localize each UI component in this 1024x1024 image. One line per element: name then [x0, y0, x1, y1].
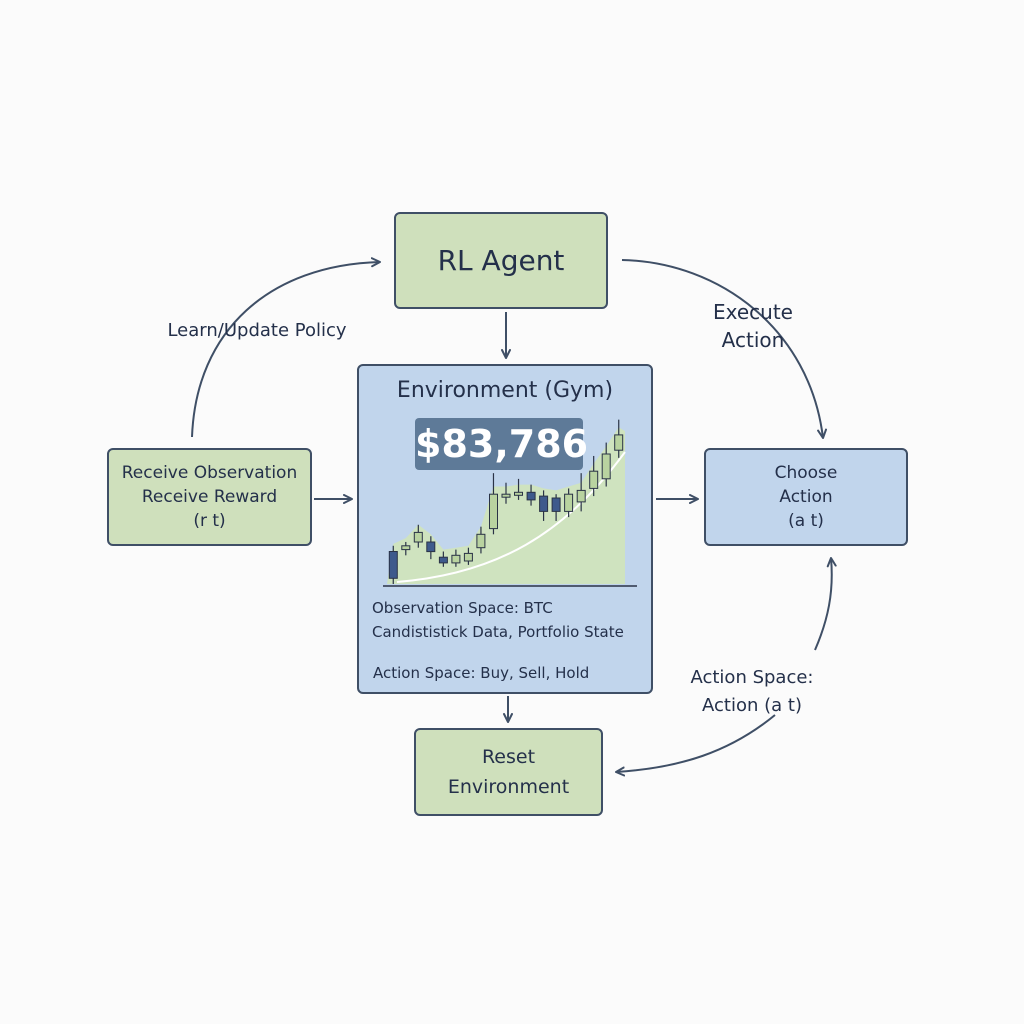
candle-body [564, 493, 574, 512]
action-space-text: Action Space: Buy, Sell, Hold [373, 664, 590, 682]
price-area [387, 427, 625, 584]
candle-body [614, 434, 624, 451]
candle-body [438, 556, 448, 564]
observation-space-text: Observation Space: BTC Candististick Dat… [372, 599, 624, 641]
candlestick-chart [383, 419, 637, 587]
observation-line-2: Receive Reward [141, 487, 278, 507]
observation-line-3: (r t) [193, 511, 226, 531]
execute-action-line-1: Execute [713, 300, 793, 324]
candle-body [413, 531, 423, 543]
trend-line [396, 451, 626, 583]
candle-body [526, 491, 536, 501]
candle-body [451, 554, 461, 564]
environment-title: Environment (Gym) [396, 378, 614, 403]
arrow-agent-to-choose [621, 259, 828, 439]
candle-body [426, 541, 436, 553]
reset-environment-box: Reset Environment [414, 728, 603, 816]
candle-body [489, 493, 498, 530]
environment-box: Environment (Gym) $83,786 Observation Sp… [357, 364, 653, 694]
choose-line-1: Choose [774, 463, 838, 483]
candle-body [589, 470, 599, 489]
candle-body [501, 493, 511, 498]
candle-body [551, 497, 561, 512]
reset-line-1: Reset [481, 746, 536, 768]
learn-update-policy-label: Learn/Update Policy [167, 320, 347, 341]
candle-body [388, 551, 398, 579]
rl-agent-box: RL Agent [394, 212, 608, 309]
arrow-action-space-to-choose [814, 557, 837, 651]
candle-body [539, 495, 549, 512]
price-badge: $83,786 [415, 418, 588, 470]
candle-body [514, 491, 523, 496]
observation-line-1: Receive Observation [121, 463, 298, 483]
candle-body [476, 533, 486, 549]
reset-line-2: Environment [447, 776, 570, 798]
candle-body [463, 552, 473, 562]
action-space-line-1: Action Space: [690, 667, 814, 688]
choose-action-box: Choose Action (a t) [704, 448, 908, 546]
execute-action-label: Execute Action [700, 298, 806, 354]
execute-action-line-2: Action [721, 328, 785, 352]
rl-agent-label: RL Agent [437, 244, 565, 277]
arrow-action-space-to-reset [615, 714, 776, 777]
choose-line-2: Action [779, 487, 833, 507]
action-space-edge-label: Action Space: Action (a t) [682, 664, 822, 720]
choose-line-3: (a t) [788, 511, 824, 531]
candle-body [576, 489, 586, 503]
candle-body [601, 453, 611, 480]
candle-body [401, 545, 411, 551]
arrow-learn-to-agent [191, 257, 381, 438]
action-space-line-2: Action (a t) [702, 695, 802, 716]
receive-observation-box: Receive Observation Receive Reward (r t) [107, 448, 312, 546]
